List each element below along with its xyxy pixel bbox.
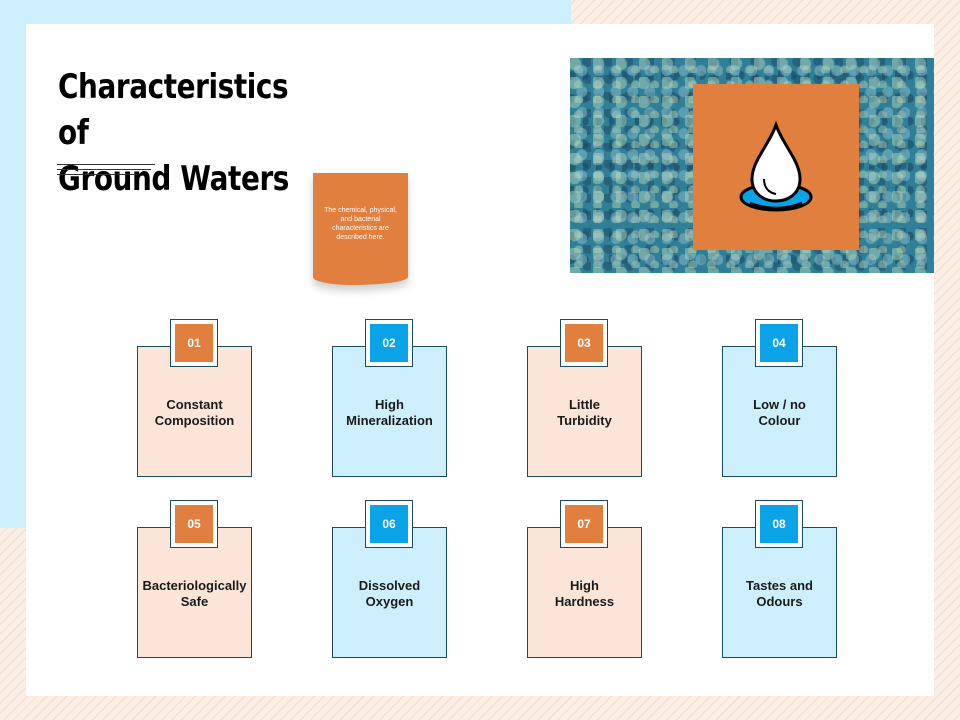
number-tab-05: 05 <box>170 500 218 548</box>
title-line-2: Ground Waters <box>58 159 289 199</box>
title-underline <box>57 164 155 179</box>
number-tab-01: 01 <box>170 319 218 367</box>
number-badge: 07 <box>565 505 603 543</box>
number-tab-02: 02 <box>365 319 413 367</box>
number-tab-06: 06 <box>365 500 413 548</box>
description-note: The chemical, physical, and bacterial ch… <box>313 173 408 285</box>
number-tab-08: 08 <box>755 500 803 548</box>
number-badge: 03 <box>565 324 603 362</box>
number-tab-03: 03 <box>560 319 608 367</box>
title-line-1: Characteristics of <box>58 67 289 153</box>
description-text: The chemical, physical, and bacterial ch… <box>324 207 397 241</box>
page-title: Characteristics of Ground Waters <box>58 64 320 202</box>
water-drop-icon <box>739 120 813 212</box>
number-tab-07: 07 <box>560 500 608 548</box>
icon-box <box>693 84 859 250</box>
number-tab-04: 04 <box>755 319 803 367</box>
number-badge: 05 <box>175 505 213 543</box>
number-badge: 01 <box>175 324 213 362</box>
number-badge: 08 <box>760 505 798 543</box>
number-badge: 02 <box>370 324 408 362</box>
number-badge: 04 <box>760 324 798 362</box>
number-badge: 06 <box>370 505 408 543</box>
